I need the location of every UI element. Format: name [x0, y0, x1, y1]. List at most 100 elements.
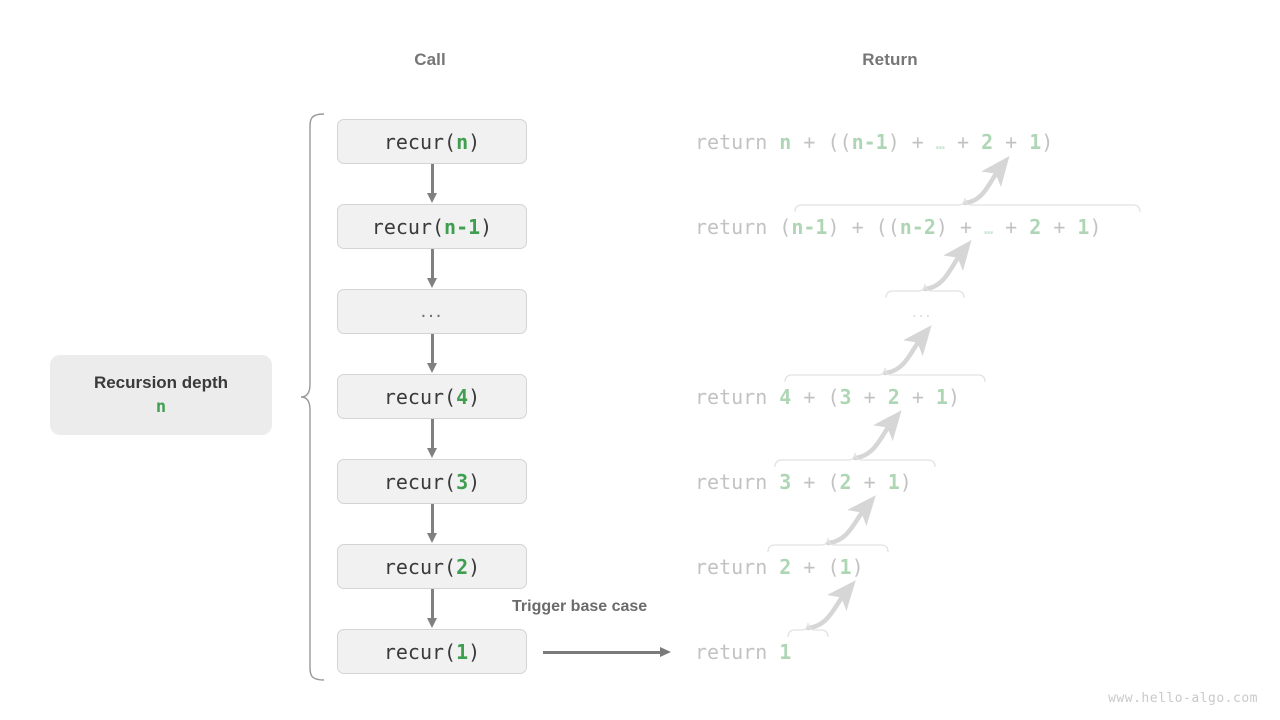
return-statement-row: return 4 + (3 + 2 + 1) — [695, 374, 960, 419]
return-keyword: return — [695, 129, 780, 154]
return-token: 2 — [887, 384, 900, 409]
call-frame-argument: 4 — [456, 384, 469, 409]
return-token: 1 — [887, 469, 900, 494]
return-token: + — [959, 214, 973, 239]
call-frame-label: ... — [420, 300, 444, 322]
return-token: ) — [851, 554, 864, 579]
return-token: … — [935, 134, 945, 153]
return-token: ( — [875, 214, 888, 239]
return-token: + — [911, 384, 924, 409]
return-statement-row: return 1 — [695, 629, 791, 674]
call-frame-argument: n — [456, 129, 469, 154]
call-frame-prefix: recur( — [383, 639, 457, 664]
return-token: 1 — [1029, 129, 1042, 154]
return-expression-brace — [885, 283, 965, 299]
return-token — [945, 130, 957, 154]
column-header-return: Return — [862, 50, 918, 69]
return-token — [815, 470, 827, 494]
return-token: + — [1005, 214, 1018, 239]
return-token — [924, 130, 936, 154]
return-token: 1 — [839, 554, 852, 579]
return-statement-row: return 2 + (1) — [695, 544, 864, 589]
return-value-arrow — [922, 239, 972, 292]
watermark: www.hello-algo.com — [1108, 691, 1258, 706]
return-token — [876, 385, 888, 409]
return-statement-row: return 3 + (2 + 1) — [695, 459, 912, 504]
trigger-base-case-label: Trigger base case — [512, 598, 648, 615]
return-keyword: return — [695, 639, 780, 664]
call-frame-suffix: ) — [468, 469, 481, 494]
return-token — [948, 215, 960, 239]
return-token: + — [803, 384, 816, 409]
return-token: ) — [947, 384, 960, 409]
return-token: ( — [827, 554, 840, 579]
return-token: + — [911, 129, 924, 154]
call-frame-suffix: ) — [468, 129, 481, 154]
call-arrow-down — [431, 504, 434, 535]
return-token — [972, 215, 984, 239]
call-frame-prefix: recur( — [383, 469, 457, 494]
call-frame-prefix: recur( — [371, 214, 445, 239]
return-token: + — [851, 214, 864, 239]
recursion-depth-brace — [300, 112, 326, 682]
return-keyword: return — [695, 554, 780, 579]
return-token — [791, 555, 803, 579]
return-token: + — [803, 469, 816, 494]
return-token — [852, 470, 864, 494]
recursion-depth-label: Recursion depth n — [50, 355, 272, 435]
return-expression: n + ((n-1) + … + 2 + 1) — [779, 130, 1053, 154]
return-token: + — [956, 129, 970, 154]
call-frame-argument: n-1 — [444, 214, 481, 239]
return-keyword: return — [695, 469, 780, 494]
return-token — [900, 385, 912, 409]
return-keyword: return — [695, 214, 780, 239]
return-token — [993, 130, 1005, 154]
column-header-call: Call — [414, 50, 446, 69]
call-frame-1: recur(1) — [337, 629, 527, 674]
return-expression: 2 + (1) — [779, 555, 863, 579]
recursion-depth-value: n — [155, 397, 167, 417]
return-token — [993, 215, 1005, 239]
return-token: ) — [887, 129, 900, 154]
return-token: + — [863, 384, 876, 409]
return-token — [791, 470, 803, 494]
return-token: 1 — [1077, 214, 1090, 239]
return-token: ( — [839, 129, 852, 154]
return-token: + — [803, 129, 816, 154]
return-token — [815, 385, 827, 409]
trigger-base-case-arrow — [543, 651, 661, 654]
return-token: n-1 — [851, 129, 888, 154]
return-token: ) — [1041, 129, 1054, 154]
return-token: ( — [827, 384, 840, 409]
return-token — [791, 130, 803, 154]
return-ellipsis: ... — [912, 302, 933, 321]
call-frame-n-1: recur(n-1) — [337, 204, 527, 249]
return-token: ) — [827, 214, 840, 239]
return-token: + — [863, 469, 876, 494]
return-token: 3 — [779, 469, 792, 494]
return-expression: 1 — [779, 640, 791, 664]
return-token: 2 — [839, 469, 852, 494]
return-token — [791, 385, 803, 409]
call-frame-3: recur(3) — [337, 459, 527, 504]
call-frame-suffix: ) — [480, 214, 493, 239]
return-expression: (n-1) + ((n-2) + … + 2 + 1) — [779, 215, 1101, 239]
call-arrow-down — [431, 249, 434, 280]
return-token — [1017, 215, 1029, 239]
call-frame-argument: 2 — [456, 554, 469, 579]
return-token: ( — [887, 214, 900, 239]
call-arrow-down — [431, 334, 434, 365]
return-token — [852, 385, 864, 409]
return-token — [924, 385, 936, 409]
return-expression-brace — [787, 622, 829, 638]
return-token: 1 — [779, 639, 792, 664]
return-token: + — [1053, 214, 1066, 239]
return-token — [1017, 130, 1029, 154]
return-token: 3 — [839, 384, 852, 409]
call-frame-suffix: ) — [468, 554, 481, 579]
return-token — [815, 130, 827, 154]
return-token: ( — [779, 214, 792, 239]
call-frame-argument: 1 — [456, 639, 469, 664]
return-token: n-2 — [899, 214, 936, 239]
